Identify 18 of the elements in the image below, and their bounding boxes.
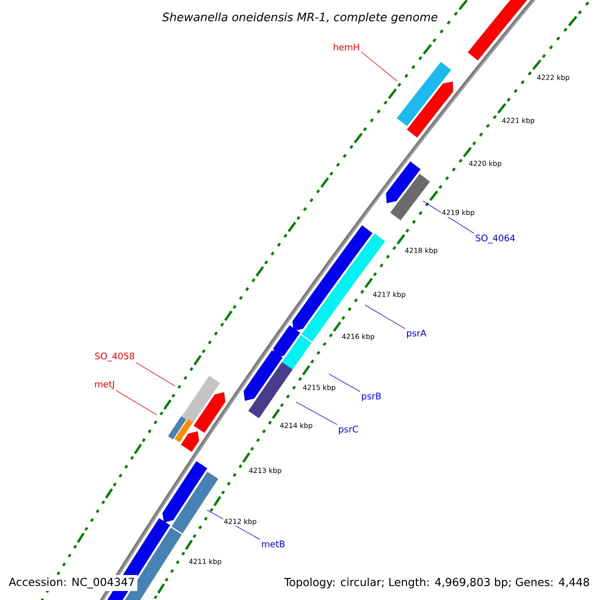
- leader-line: [364, 304, 406, 329]
- gene-label: psrA: [407, 330, 426, 338]
- gene-label: hemH: [334, 44, 359, 50]
- leader-line: [422, 200, 474, 234]
- leader-line: [328, 374, 360, 392]
- gene-label: SO_4064: [476, 234, 515, 244]
- leader-line: [296, 402, 338, 425]
- gene-label: metJ: [95, 380, 114, 390]
- gene-label: psrC: [339, 426, 358, 434]
- genome-info: Topology: circular; Length: 4,969,803 bp; Genes: 4,448: [283, 576, 591, 590]
- accession-label: Accession: NC_004347: [6, 575, 138, 591]
- gene-label: psrB: [362, 392, 381, 402]
- leader-line: [360, 51, 398, 82]
- leader-line: [116, 390, 158, 416]
- leader-line: [136, 362, 176, 386]
- title: Shewanella oneidensis MR-1, complete genome: [160, 10, 440, 26]
- gene-label: metB: [262, 540, 285, 548]
- gene-label: SO_4058: [95, 352, 134, 362]
